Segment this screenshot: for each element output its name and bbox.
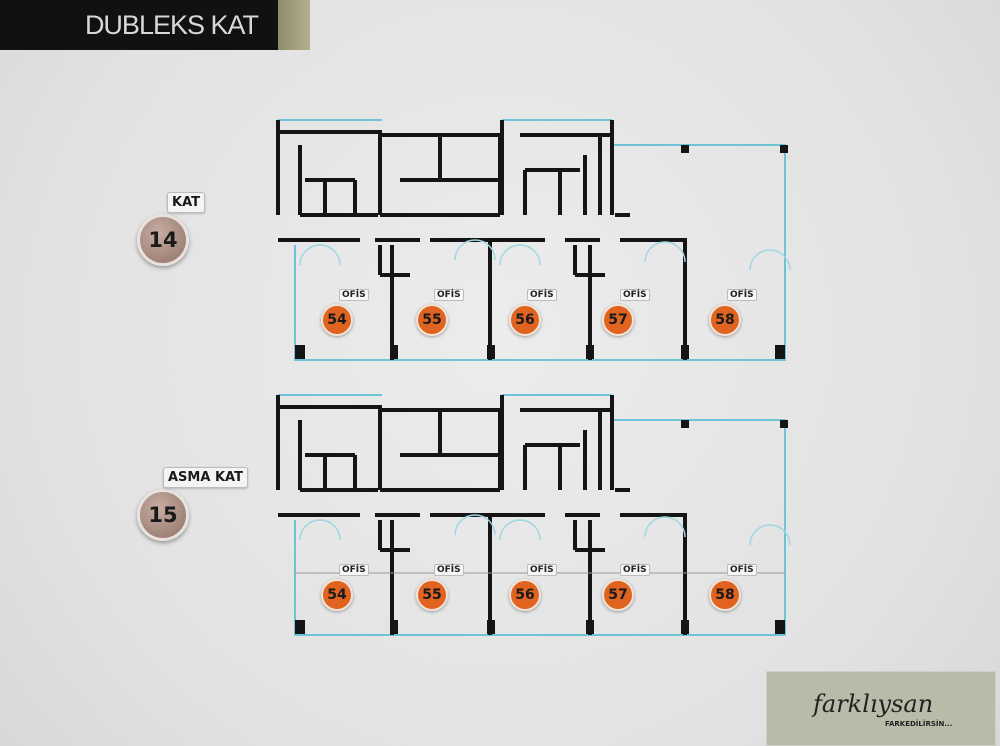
unit-badge[interactable]: 55 <box>416 579 448 611</box>
unit-label: OFİS <box>434 564 464 576</box>
floor-label: KAT <box>167 192 205 213</box>
brand-logo: farklıysan FARKEDİLİRSİN... <box>766 671 996 746</box>
floor-badge[interactable]: 14 <box>137 214 189 266</box>
unit-badge[interactable]: 57 <box>602 579 634 611</box>
unit-badge[interactable]: 57 <box>602 304 634 336</box>
unit-label: OFİS <box>339 564 369 576</box>
unit-label: OFİS <box>339 289 369 301</box>
unit-badge[interactable]: 54 <box>321 304 353 336</box>
unit-badge[interactable]: 58 <box>709 579 741 611</box>
unit-label: OFİS <box>527 564 557 576</box>
unit-badge[interactable]: 56 <box>509 579 541 611</box>
unit-label: OFİS <box>620 289 650 301</box>
floor-label: ASMA KAT <box>163 467 248 488</box>
page-title: DUBLEKS KAT <box>0 0 278 50</box>
brand-tagline: FARKEDİLİRSİN... <box>885 720 953 728</box>
unit-badge[interactable]: 58 <box>709 304 741 336</box>
title-accent <box>278 0 310 50</box>
unit-badge[interactable]: 55 <box>416 304 448 336</box>
unit-label: OFİS <box>434 289 464 301</box>
floor-badge[interactable]: 15 <box>137 489 189 541</box>
unit-label: OFİS <box>527 289 557 301</box>
unit-badge[interactable]: 56 <box>509 304 541 336</box>
unit-label: OFİS <box>620 564 650 576</box>
unit-label: OFİS <box>727 289 757 301</box>
unit-label: OFİS <box>727 564 757 576</box>
unit-badge[interactable]: 54 <box>321 579 353 611</box>
brand-name: farklıysan <box>813 690 934 718</box>
